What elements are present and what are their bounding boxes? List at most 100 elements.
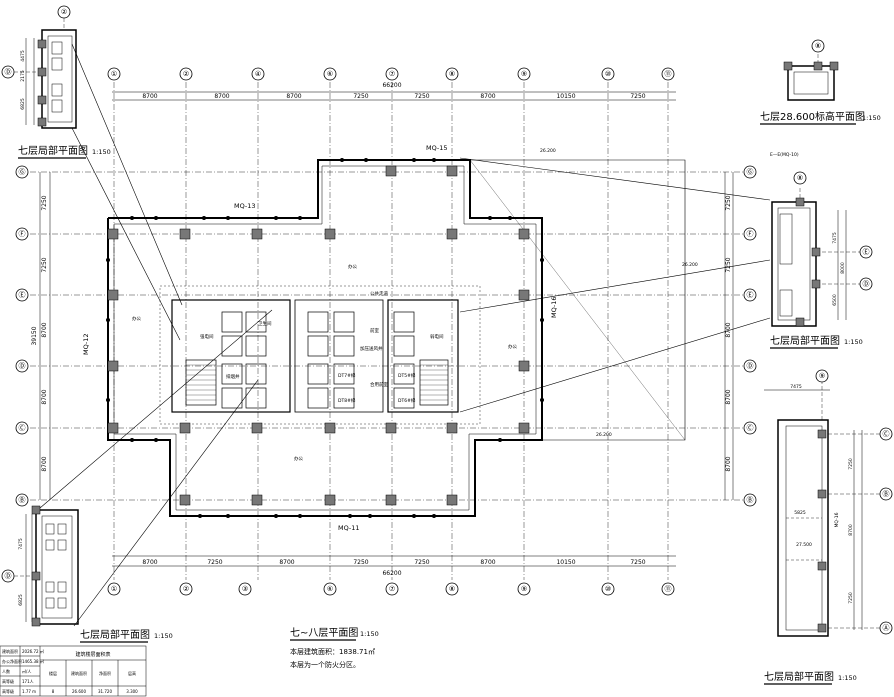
svg-text:8700: 8700 — [725, 389, 732, 404]
svg-text:7250: 7250 — [848, 592, 854, 604]
svg-text:MQ-15: MQ-15 — [426, 144, 448, 152]
svg-text:②: ② — [61, 8, 67, 16]
svg-text:7250: 7250 — [725, 195, 732, 210]
axis-bubble: ⑨ — [517, 67, 531, 81]
svg-text:7475: 7475 — [832, 232, 838, 244]
svg-text:前室: 前室 — [370, 327, 379, 334]
svg-text:1:150: 1:150 — [844, 338, 863, 346]
axis-bubble: Ⓑ — [743, 493, 757, 507]
svg-text:⑪: ⑪ — [665, 70, 672, 78]
svg-text:8700: 8700 — [480, 93, 495, 100]
svg-text:7250: 7250 — [630, 93, 645, 100]
svg-text:7250: 7250 — [353, 93, 368, 100]
detail-bottom-left: Ⓓ 7475 6825 七层局部平面图 1:150 — [1, 505, 173, 643]
svg-text:人数: 人数 — [2, 668, 10, 674]
left-dimensions: 7250 7250 8700 8700 8700 39150 7250 7250… — [31, 195, 732, 471]
svg-text:MQ-12: MQ-12 — [82, 333, 90, 355]
svg-text:8700: 8700 — [279, 559, 294, 566]
svg-text:合用前室: 合用前室 — [370, 381, 388, 388]
axis-bubble: Ⓔ — [15, 288, 29, 302]
svg-text:Ⓓ: Ⓓ — [5, 572, 12, 580]
svg-text:卫生间: 卫生间 — [258, 320, 272, 327]
svg-text:MQ-16: MQ-16 — [550, 296, 558, 318]
svg-text:⑩: ⑩ — [605, 70, 611, 78]
svg-text:8700: 8700 — [725, 456, 732, 471]
svg-text:Ⓔ: Ⓔ — [747, 291, 754, 299]
svg-text:7250: 7250 — [41, 257, 48, 272]
axis-bubble: Ⓑ — [15, 493, 29, 507]
svg-text:MQ-13: MQ-13 — [234, 202, 256, 210]
svg-text:高等级: 高等级 — [2, 678, 14, 684]
svg-text:7250: 7250 — [725, 257, 732, 272]
svg-text:7250: 7250 — [848, 458, 854, 470]
svg-text:办公: 办公 — [294, 455, 303, 462]
svg-text:2026.72 ㎡: 2026.72 ㎡ — [22, 648, 44, 654]
axis-bubble: ⑨ — [517, 582, 531, 596]
svg-text:10150: 10150 — [556, 559, 575, 566]
svg-text:26.600: 26.600 — [72, 689, 86, 694]
svg-text:39150: 39150 — [31, 326, 38, 345]
svg-text:DT7#梯: DT7#梯 — [338, 372, 356, 379]
curtain-wall-labels: MQ-15 MQ-13 MQ-12 MQ-16 MQ-11 — [82, 144, 558, 532]
axis-bubble: Ⓔ — [859, 245, 873, 259]
detail-bottom-right: ⑨ Ⓒ Ⓑ Ⓐ 7475 7250 8700 7250 5825 27.500 … — [764, 369, 893, 685]
svg-text:⑧: ⑧ — [449, 70, 455, 78]
svg-text:Ⓒ: Ⓒ — [747, 424, 754, 432]
axis-bubble: ⑩ — [601, 67, 615, 81]
svg-text:DT5#梯: DT5#梯 — [398, 372, 416, 379]
svg-text:8700: 8700 — [214, 93, 229, 100]
axis-bubble: Ⓑ — [879, 487, 893, 501]
detail-top-right: ⑧ 七层28.600标高平面图 1:150 — [760, 39, 881, 125]
axis-bubble: Ⓒ — [743, 421, 757, 435]
axis-bubble: ⑪ — [661, 582, 675, 596]
bottom-dimensions: 8700 7250 8700 7250 7250 8700 10150 7250… — [142, 559, 645, 577]
side-axis-bubbles: Ⓖ Ⓕ Ⓔ Ⓓ Ⓒ Ⓑ Ⓖ Ⓕ Ⓔ Ⓓ Ⓒ Ⓑ — [15, 165, 757, 507]
svg-text:8700: 8700 — [41, 322, 48, 337]
svg-text:②: ② — [183, 585, 189, 593]
axis-bubble: Ⓓ — [859, 277, 873, 291]
svg-text:66200: 66200 — [382, 82, 401, 89]
svg-text:1:150: 1:150 — [862, 114, 881, 122]
svg-text:⑧: ⑧ — [797, 174, 803, 182]
svg-text:31.720: 31.720 — [98, 689, 112, 694]
axis-bubble: ⑩ — [601, 582, 615, 596]
svg-text:E—E(MQ-10): E—E(MQ-10) — [770, 152, 799, 158]
axis-bubble: Ⓒ — [879, 427, 893, 441]
svg-text:1:150: 1:150 — [838, 674, 857, 682]
svg-text:办公: 办公 — [508, 343, 517, 350]
area-note: 本层建筑面积：1838.71㎡ — [290, 647, 375, 656]
scale-label: 1:150 — [360, 630, 379, 638]
svg-text:1:150: 1:150 — [154, 632, 173, 640]
svg-text:6500: 6500 — [832, 294, 838, 306]
svg-text:26.200: 26.200 — [540, 148, 556, 154]
svg-text:⑥: ⑥ — [327, 70, 333, 78]
axis-bubble: Ⓓ — [15, 359, 29, 373]
svg-text:Ⓑ: Ⓑ — [883, 490, 890, 498]
svg-text:①: ① — [111, 585, 117, 593]
svg-text:⑨: ⑨ — [521, 585, 527, 593]
axis-bubble: ⑧ — [811, 39, 825, 53]
axis-bubble: ⑧ — [445, 582, 459, 596]
axis-bubble: ⑥ — [323, 582, 337, 596]
svg-text:办公净面积: 办公净面积 — [2, 658, 22, 664]
axis-bubble: ⑧ — [445, 67, 459, 81]
axis-bubble: ⑥ — [323, 67, 337, 81]
axis-bubble: Ⓔ — [743, 288, 757, 302]
svg-text:Ⓖ: Ⓖ — [747, 168, 754, 176]
axis-bubble: ⑦ — [385, 582, 399, 596]
svg-text:办公: 办公 — [132, 315, 141, 322]
top-axis-bubbles: ① ② ④ ⑥ ⑦ ⑧ ⑨ ⑩ ⑪ — [107, 67, 675, 81]
svg-text:8000: 8000 — [840, 262, 846, 274]
svg-text:8: 8 — [52, 689, 55, 694]
axis-bubble: Ⓐ — [879, 621, 893, 635]
svg-text:层高: 层高 — [128, 670, 136, 676]
svg-text:7475: 7475 — [790, 384, 802, 390]
svg-text:Ⓔ: Ⓔ — [19, 291, 26, 299]
bottom-axis-bubbles: ① ② ③ ⑥ ⑦ ⑧ ⑨ ⑩ ⑪ — [107, 582, 675, 596]
svg-text:Ⓐ: Ⓐ — [883, 624, 890, 632]
page-title: 七~八层平面图 — [290, 627, 358, 639]
svg-text:3.300: 3.300 — [126, 689, 138, 694]
main-plan — [30, 43, 771, 627]
